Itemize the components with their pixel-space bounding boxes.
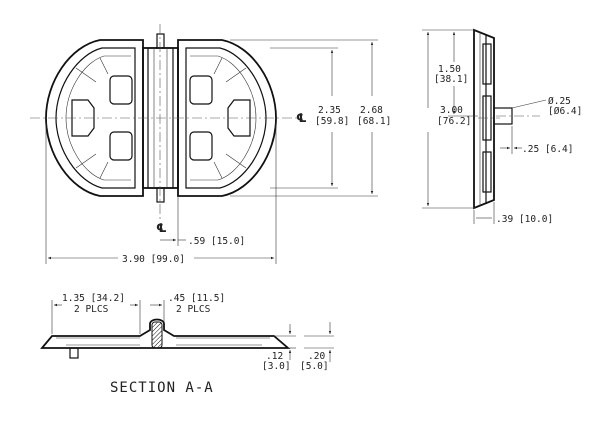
dim-section-thk-in: .12 xyxy=(266,351,283,362)
section-title: SECTION A-A xyxy=(110,380,214,396)
centerline-symbol-horizontal: ℄ xyxy=(296,111,307,125)
dim-section-left-note: 2 PLCS xyxy=(74,304,109,315)
centerline-symbol-vertical: ℄ xyxy=(156,221,167,235)
dim-side-height-mm: [76.2] xyxy=(437,116,471,127)
side-dimension-lines xyxy=(422,29,547,224)
dim-side-half: 1.50 xyxy=(438,64,461,75)
dim-section-right-note: 2 PLCS xyxy=(176,304,211,315)
dim-pin-dia-mm: [Ø6.4] xyxy=(548,106,582,117)
dim-height-outer: 2.68 xyxy=(360,105,383,116)
front-dimension-lines xyxy=(45,39,378,264)
dim-width-overall: 3.90 [99.0] xyxy=(122,254,185,265)
dim-height-inner: 2.35 xyxy=(318,105,341,116)
dim-side-half-mm: [38.1] xyxy=(434,74,468,85)
dim-section-right: .45 [11.5] xyxy=(168,293,225,304)
dim-side-depth: .39 [10.0] xyxy=(496,214,553,225)
dim-pin-dia: Ø.25 xyxy=(548,96,571,107)
dim-section-thk-mm: [3.0] xyxy=(262,361,291,372)
side-view xyxy=(473,28,540,210)
dim-height-inner-mm: [59.8] xyxy=(315,116,349,127)
dim-section-h-mm: [5.0] xyxy=(300,361,329,372)
dim-section-h-in: .20 xyxy=(308,351,325,362)
dim-pin-length: .25 [6.4] xyxy=(522,144,573,155)
dim-height-outer-mm: [68.1] xyxy=(357,116,391,127)
dim-side-height: 3.00 xyxy=(440,105,463,116)
dim-pin-offset: .59 [15.0] xyxy=(188,236,245,247)
dim-section-left: 1.35 [34.2] xyxy=(62,293,125,304)
section-dimension-lines xyxy=(51,300,334,362)
front-view xyxy=(30,24,300,222)
section-view xyxy=(40,318,296,359)
